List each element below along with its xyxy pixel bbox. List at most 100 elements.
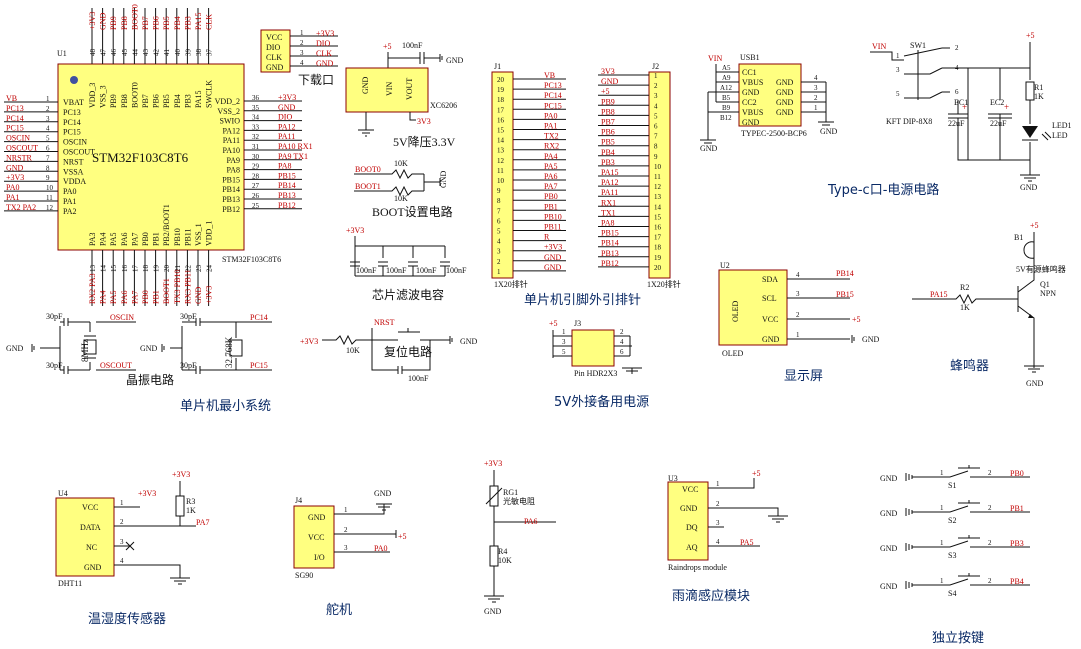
j2-pin-num: 2 xyxy=(654,82,658,90)
j1-net: VB xyxy=(544,71,555,80)
mcu-net-right: DIO xyxy=(278,113,292,122)
svg-text:VCC: VCC xyxy=(682,485,698,494)
svg-text:1: 1 xyxy=(562,328,566,336)
crystal-title: 晶振电路 xyxy=(126,372,174,387)
dht-title: 温湿度传感器 xyxy=(88,611,166,627)
mcu-pin-num: 12 xyxy=(46,204,54,212)
svg-text:GND: GND xyxy=(776,88,794,97)
j1-pin-num: 4 xyxy=(497,238,501,246)
mcu-net-top: GND xyxy=(99,12,108,30)
mcu-net-left: OSCOUT xyxy=(6,144,38,153)
svg-text:DQ: DQ xyxy=(686,523,698,532)
svg-text:+3V3: +3V3 xyxy=(346,226,364,235)
j2-pin-num: 7 xyxy=(654,133,658,141)
mcu-pin-name: OSCIN xyxy=(63,138,87,147)
mcu-net-right: +3V3 xyxy=(278,93,296,102)
mcu-pin-num: 4 xyxy=(46,125,50,133)
mcu-pin-num: 32 xyxy=(252,133,260,141)
j2-pin-num: 17 xyxy=(654,234,662,242)
svg-text:+3V3: +3V3 xyxy=(316,29,334,38)
mcu-pin-name: VSS_3 xyxy=(99,85,108,108)
boot-title: BOOT设置电路 xyxy=(372,204,453,219)
svg-text:GND: GND xyxy=(762,335,780,344)
mcu-pin-num: 40 xyxy=(174,49,182,57)
mcu-pin-name: PB11 xyxy=(183,229,192,247)
svg-text:GND: GND xyxy=(862,335,880,344)
j1-pin-num: 18 xyxy=(497,96,505,104)
mcu-pin-name: VDD_2 xyxy=(215,97,240,106)
key-net: PB3 xyxy=(1010,539,1024,548)
mcu-pin-num: 21 xyxy=(174,265,182,273)
svg-text:2: 2 xyxy=(716,500,720,508)
svg-text:SW1: SW1 xyxy=(910,41,926,50)
j1-net: PB0 xyxy=(544,192,558,201)
mcu-net-left: PC15 xyxy=(6,124,24,133)
j1-net: PB10 xyxy=(544,212,562,221)
svg-text:J2: J2 xyxy=(652,62,659,71)
svg-text:+3V3: +3V3 xyxy=(138,489,156,498)
svg-text:+5: +5 xyxy=(752,469,761,478)
svg-text:4: 4 xyxy=(300,59,304,67)
mcu-pin-name: PC14 xyxy=(63,118,81,127)
svg-text:GND: GND xyxy=(776,98,794,107)
svg-text:Pin HDR2X3: Pin HDR2X3 xyxy=(574,369,617,378)
svg-text:+3V3: +3V3 xyxy=(300,337,318,346)
svg-text:3: 3 xyxy=(120,538,124,546)
svg-text:光敏电阻: 光敏电阻 xyxy=(503,496,535,506)
j2-pin-num: 15 xyxy=(654,213,662,221)
buzzer-title: 蜂鸣器 xyxy=(950,358,989,374)
j2-pin-num: 12 xyxy=(654,183,662,191)
mcu-pin-name: PA10 xyxy=(223,146,241,155)
mcu-net-top: PB5 xyxy=(162,16,171,30)
svg-text:10K: 10K xyxy=(394,194,408,203)
svg-text:10K: 10K xyxy=(346,346,360,355)
boot-circuit: BOOT0 BOOT1 10K 10K GND BOOT设置电路 xyxy=(354,159,453,219)
svg-text:2: 2 xyxy=(620,328,624,336)
mcu-pin-num: 44 xyxy=(131,49,139,57)
svg-text:RG1: RG1 xyxy=(503,488,518,497)
svg-text:GND: GND xyxy=(374,489,392,498)
mcu-pin-num: 14 xyxy=(100,265,108,273)
mcu-pin-num: 16 xyxy=(121,265,129,273)
svg-text:B12: B12 xyxy=(720,114,732,122)
svg-text:PA6: PA6 xyxy=(524,517,538,526)
svg-text:OLED: OLED xyxy=(722,349,744,358)
svg-text:2: 2 xyxy=(344,526,348,534)
mcu-net-bottom: BOOT1 xyxy=(162,278,171,304)
svg-text:PA7: PA7 xyxy=(196,518,210,527)
mcu-pin-num: 7 xyxy=(46,154,50,162)
svg-text:VIN: VIN xyxy=(708,54,722,63)
j2-net: +5 xyxy=(601,87,610,96)
svg-text:TYPEC-2500-BCP6: TYPEC-2500-BCP6 xyxy=(741,129,807,138)
j1-net: +3V3 xyxy=(544,243,562,252)
mcu-net-bottom: PA6 xyxy=(120,291,129,305)
svg-text:100nF: 100nF xyxy=(408,374,429,383)
ldr-circuit: +3V3 RG1 光敏电阻 PA6 R4 10K GND xyxy=(484,459,556,616)
j2-net: PB12 xyxy=(601,259,619,268)
svg-text:PB14: PB14 xyxy=(836,269,854,278)
j1-pin-num: 8 xyxy=(497,197,501,205)
svg-text:SDA: SDA xyxy=(762,275,778,284)
usb-typec: VIN USB1 A5 A9 A12 B5 B9 B12 CC1 VBUS GN… xyxy=(700,53,838,153)
svg-text:+5: +5 xyxy=(383,42,392,51)
j2-pin-num: 1 xyxy=(654,72,658,80)
mcu-net-right: PB12 xyxy=(278,201,296,210)
mcu-pin-name: PB10 xyxy=(173,228,182,246)
svg-text:3: 3 xyxy=(300,49,304,57)
svg-text:CLK: CLK xyxy=(316,49,332,58)
svg-text:OSCOUT: OSCOUT xyxy=(100,361,132,370)
svg-text:GND: GND xyxy=(742,118,760,127)
mcu-pin-name: PB15 xyxy=(222,175,240,184)
svg-text:PC14: PC14 xyxy=(250,313,268,322)
mcu-pin-name: PB14 xyxy=(222,185,240,194)
key-net: PB4 xyxy=(1010,577,1024,586)
svg-text:PB15: PB15 xyxy=(836,290,854,299)
key-ref: S4 xyxy=(948,589,956,598)
svg-text:6: 6 xyxy=(620,348,624,356)
j2-net: RX1 xyxy=(601,198,616,207)
mcu-pin-num: 42 xyxy=(153,49,161,57)
svg-text:VBUS: VBUS xyxy=(742,108,763,117)
svg-text:6: 6 xyxy=(955,88,959,96)
svg-text:EC2: EC2 xyxy=(990,98,1004,107)
mcu-net-right: GND xyxy=(278,103,296,112)
